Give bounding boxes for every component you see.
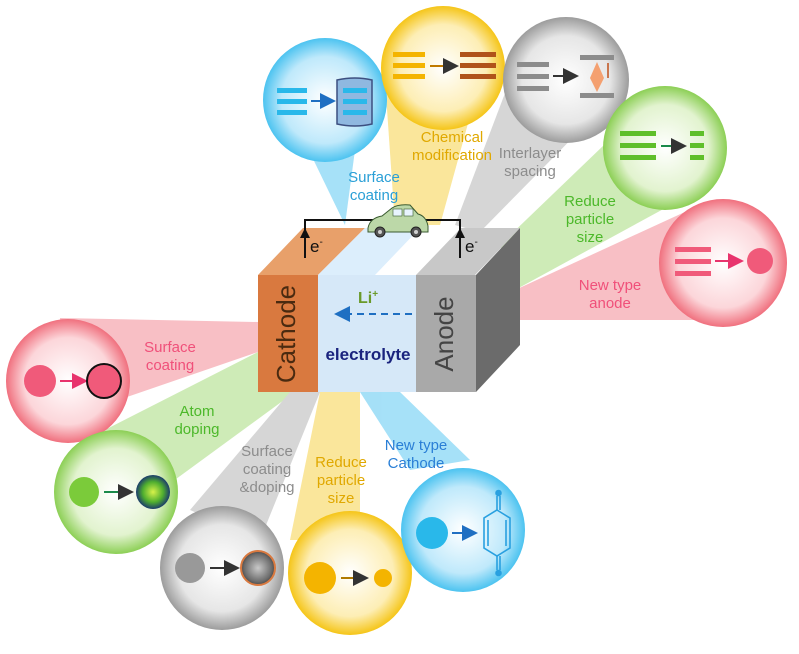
anode-reduce-size-label-3: size (577, 229, 604, 246)
car-icon (367, 204, 429, 238)
doped-particle-icon (136, 475, 170, 509)
circuit-arrow-right (455, 228, 465, 238)
anode-top (416, 228, 520, 275)
anode-reduce-size-label-1: Reduce (564, 193, 616, 210)
coated-doped-particle-icon (240, 550, 276, 586)
cathode-surface-coating-label-1: Surface (144, 339, 196, 356)
battery: Cathode Anode electrolyte Li+ e- e- (258, 204, 520, 392)
circuit-arrow-left (300, 228, 310, 238)
anode-chemical-modification-label-1: Chemical (421, 129, 484, 146)
beam-cathode-surface-coating-doping (190, 392, 320, 540)
electron-label-right: e- (465, 237, 478, 256)
electrolyte-front (318, 275, 416, 392)
anode-front (416, 275, 476, 392)
electron-label-left: e- (310, 237, 323, 256)
ion-label: Li+ (358, 289, 378, 307)
cathode-atom-doping-label-1: Atom (179, 403, 214, 420)
cathode-reduce-size-label-2: particle (317, 472, 365, 489)
anode-strategy-new-type (659, 199, 787, 327)
small-particle-icon (374, 569, 392, 587)
coated-layer-icon (336, 77, 373, 127)
layered-structure-icon (277, 88, 307, 115)
anode-reduce-size-label-2: particle (566, 211, 614, 228)
electrolyte-label: electrolyte (325, 345, 410, 364)
particle-icon (24, 365, 56, 397)
cathode-top (258, 228, 365, 275)
cathode-label: Cathode (271, 285, 301, 383)
bubble (603, 86, 727, 210)
anode-new-type-label-2: anode (589, 295, 631, 312)
particle-icon (747, 248, 773, 274)
particle-icon (69, 477, 99, 507)
bubble (659, 199, 787, 327)
cathode-front (258, 275, 318, 392)
cathode-reduce-size-label-3: size (328, 490, 355, 507)
cathode-coating-doping-label-1: Surface (241, 443, 293, 460)
anode-surface-coating-label-1: Surface (348, 169, 400, 186)
anode-side (476, 228, 520, 392)
anode-strategy-surface-coating (263, 38, 387, 162)
anode-surface-coating-label-2: coating (350, 187, 398, 204)
anode-strategy-chemical-modification (381, 6, 505, 130)
anode-chemical-modification-label-2: modification (412, 147, 492, 164)
particle-icon (416, 517, 448, 549)
particle-icon (175, 553, 205, 583)
anode-interlayer-spacing-label-1: Interlayer (499, 145, 562, 162)
cathode-reduce-size-label-1: Reduce (315, 454, 367, 471)
anode-interlayer-spacing-label-2: spacing (504, 163, 556, 180)
bubble (288, 511, 412, 635)
beam-cathode-reduce-particle-size (290, 392, 360, 540)
anode-strategy-reduce-particle-size (603, 86, 727, 210)
anode-strategy-interlayer-spacing (503, 17, 629, 143)
cathode-atom-doping-label-2: doping (174, 421, 219, 438)
quinone-molecule-icon (483, 489, 511, 577)
cathode-strategy-atom-doping (54, 430, 178, 554)
particle-icon (304, 562, 336, 594)
electrolyte-top (318, 228, 420, 275)
anode-label: Anode (429, 296, 459, 371)
cathode-new-type-label-1: New type (385, 437, 448, 454)
cathode-coating-doping-label-3: &doping (239, 479, 294, 496)
cathode-strategy-surface-coating (6, 319, 130, 443)
coated-particle-icon (86, 363, 122, 399)
cathode-surface-coating-label-2: coating (146, 357, 194, 374)
cathode-coating-doping-label-2: coating (243, 461, 291, 478)
beam-cathode-new-type (360, 392, 470, 470)
cathode-strategy-surface-coating-doping (160, 506, 284, 630)
cathode-new-type-label-2: Cathode (388, 455, 445, 472)
cathode-strategy-reduce-particle-size (288, 511, 412, 635)
cathode-strategy-new-type (401, 468, 525, 592)
anode-new-type-label-1: New type (579, 277, 642, 294)
